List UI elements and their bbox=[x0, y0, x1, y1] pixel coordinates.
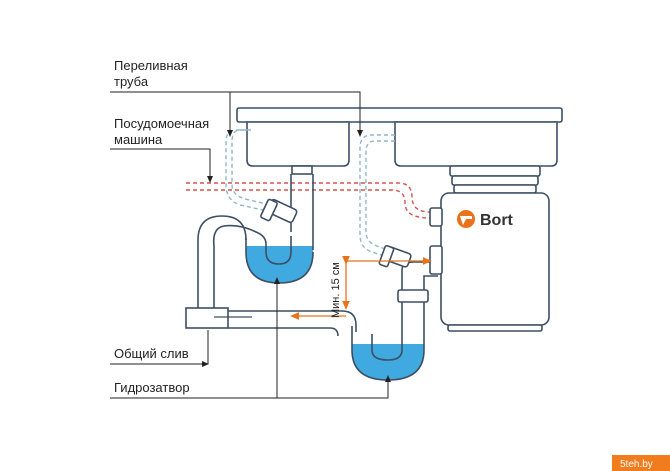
sink-bowl-left bbox=[246, 121, 350, 167]
sink bbox=[236, 107, 563, 175]
overflow-pipe-label: Переливная bbox=[114, 58, 188, 73]
leader-lines bbox=[110, 91, 391, 399]
food-disposer: Bort bbox=[429, 165, 550, 332]
dishwasher-label-2: машина bbox=[114, 132, 163, 147]
common-drain bbox=[185, 307, 357, 337]
overflow-hose-right-inner bbox=[365, 140, 395, 251]
min-height-label: Мин. 15 см bbox=[330, 262, 342, 318]
watermark-text: 5teh.by bbox=[620, 459, 653, 470]
sink-rim bbox=[236, 107, 563, 123]
overflow-hose-right bbox=[359, 134, 395, 257]
dishwasher-label: Посудомоечная bbox=[114, 116, 209, 131]
sink-drain-left bbox=[291, 165, 313, 175]
height-dimension bbox=[290, 255, 432, 320]
overflow-pipe-label-2: труба bbox=[114, 74, 149, 89]
watermark: 5teh.by bbox=[612, 455, 670, 471]
drain-end-cap bbox=[185, 307, 229, 329]
common-drain-label: Общий слив bbox=[114, 346, 189, 361]
water-seal-right bbox=[352, 344, 424, 380]
dishwasher-inlet bbox=[429, 207, 443, 227]
right-siphon bbox=[351, 244, 438, 381]
overflow-hose-left-inner bbox=[231, 129, 276, 207]
dishwasher-hose bbox=[186, 182, 445, 219]
brand-name: Bort bbox=[480, 212, 514, 229]
bort-logo: Bort bbox=[457, 210, 514, 229]
disposer-outlet bbox=[429, 245, 443, 275]
sink-bowl-right bbox=[394, 121, 558, 167]
siphon-nut bbox=[397, 289, 429, 303]
water-seal-label: Гидрозатвор bbox=[114, 380, 190, 395]
left-siphon bbox=[197, 174, 314, 310]
